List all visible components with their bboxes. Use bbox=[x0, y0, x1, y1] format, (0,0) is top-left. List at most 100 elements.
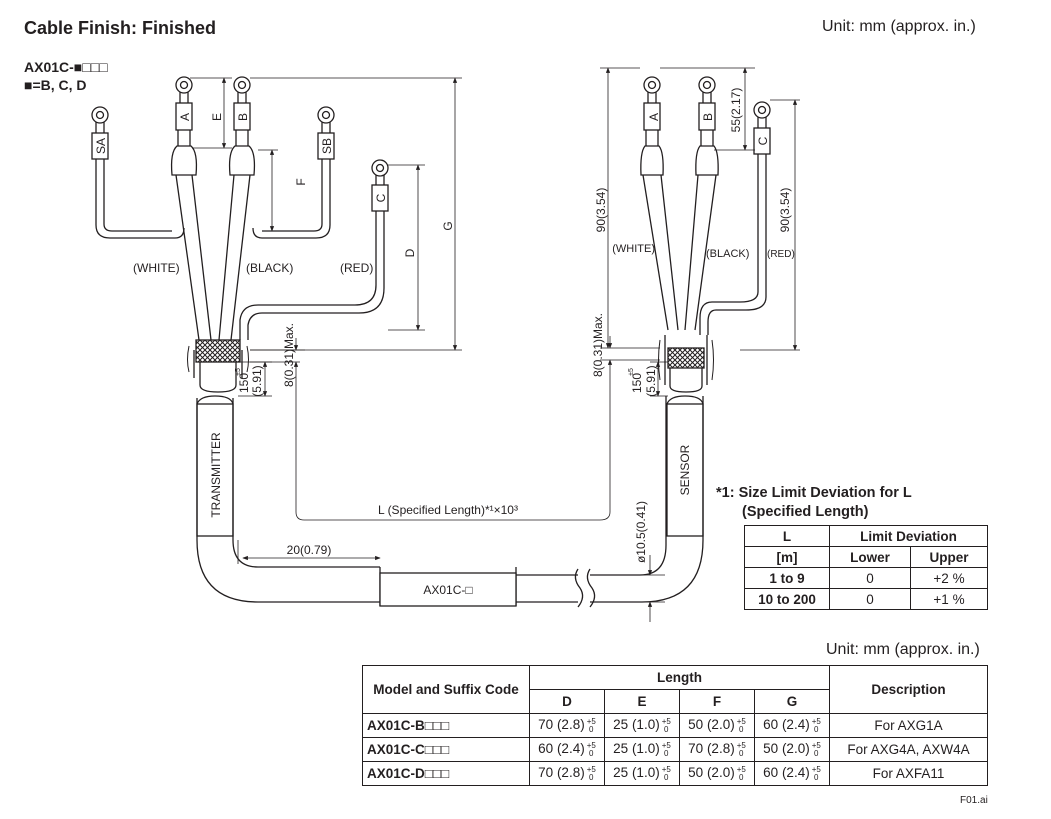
col-e: E bbox=[604, 689, 680, 714]
tolerance-title: *1: Size Limit Deviation for L bbox=[716, 485, 912, 501]
bend-dim: 20(0.79) bbox=[287, 543, 332, 557]
tol-lower: 0 bbox=[829, 567, 911, 589]
terminal-sb bbox=[252, 106, 335, 239]
dim-55: 55(2.17) bbox=[729, 88, 743, 133]
col-length: Length bbox=[529, 665, 830, 690]
description-cell: For AXG4A, AXW4A bbox=[829, 737, 988, 762]
wire-white-left: (WHITE) bbox=[133, 261, 180, 275]
dim-g: G bbox=[441, 221, 455, 230]
sensor-label: SENSOR bbox=[678, 444, 692, 495]
tol-lower: 0 bbox=[829, 588, 911, 610]
tol-header-lower: Lower bbox=[829, 546, 911, 568]
length-value: 70 (2.8) bbox=[538, 765, 585, 781]
col-d: D bbox=[529, 689, 605, 714]
model-cell: AX01C-D□□□ bbox=[362, 761, 530, 786]
terminal-b-left bbox=[218, 76, 256, 341]
wire-red-right: (RED) bbox=[767, 249, 795, 260]
transmitter-sleeve bbox=[196, 403, 234, 537]
label-c-right: C bbox=[756, 136, 770, 145]
terminal-c-left bbox=[239, 159, 389, 340]
dim-max-left: 8(0.31)Max. bbox=[282, 323, 296, 387]
wire-black-left: (BLACK) bbox=[246, 261, 293, 275]
length-value: 25 (1.0) bbox=[613, 717, 660, 733]
dim-strip-in-right: (5.91) bbox=[644, 365, 658, 396]
terminal-a-left bbox=[170, 76, 212, 341]
label-a-left: A bbox=[178, 113, 192, 121]
dim-90-left-right: 90(3.54) bbox=[594, 188, 608, 233]
wire-red-left: (RED) bbox=[340, 261, 373, 275]
label-b-right: B bbox=[701, 113, 715, 121]
col-model: Model and Suffix Code bbox=[362, 665, 530, 714]
suffix-note: ■=B, C, D bbox=[24, 77, 87, 93]
model-cell: AX01C-C□□□ bbox=[362, 737, 530, 762]
table-row: 1 to 9 0 +2 % bbox=[744, 567, 988, 589]
length-table: Model and Suffix Code Length Description… bbox=[362, 665, 988, 786]
model-cell: AX01C-B□□□ bbox=[362, 713, 530, 738]
length-value: 70 (2.8) bbox=[688, 741, 735, 757]
terminal-a-right bbox=[640, 76, 679, 331]
dim-strip-tol-right: ±5 bbox=[628, 368, 635, 376]
label-b-left: B bbox=[236, 113, 250, 121]
length-value: 60 (2.4) bbox=[763, 717, 810, 733]
description-cell: For AXG1A bbox=[829, 713, 988, 738]
figure-id: F01.ai bbox=[960, 795, 988, 806]
length-value: 70 (2.8) bbox=[538, 717, 585, 733]
dim-f: F bbox=[294, 178, 308, 185]
tol-header-limit: Limit Deviation bbox=[829, 525, 988, 547]
dim-strip-left: 150 bbox=[237, 373, 251, 393]
wire-white-right: (WHITE) bbox=[612, 243, 655, 255]
length-value: 25 (1.0) bbox=[613, 741, 660, 757]
cable-tag: AX01C-□ bbox=[423, 583, 472, 597]
dim-d: D bbox=[403, 248, 417, 257]
length-value: 25 (1.0) bbox=[613, 765, 660, 781]
table-row: 10 to 200 0 +1 % bbox=[744, 588, 988, 610]
length-value: 60 (2.4) bbox=[538, 741, 585, 757]
dim-max-right: 8(0.31)Max. bbox=[591, 313, 605, 377]
tolerance-table: L Limit Deviation [m] Lower Upper 1 to 9… bbox=[744, 525, 988, 610]
label-c-left: C bbox=[374, 193, 388, 202]
dim-strip-in-left: (5.91) bbox=[250, 365, 264, 396]
length-value: 50 (2.0) bbox=[688, 717, 735, 733]
tol-upper: +1 % bbox=[910, 588, 988, 610]
col-description: Description bbox=[829, 665, 988, 714]
tol-upper: +2 % bbox=[910, 567, 988, 589]
terminal-c-right bbox=[699, 101, 771, 335]
unit-note: Unit: mm (approx. in.) bbox=[822, 18, 976, 35]
terminal-sa bbox=[91, 106, 185, 239]
transmitter-label: TRANSMITTER bbox=[209, 432, 223, 518]
label-a-right: A bbox=[647, 113, 661, 121]
terminal-b-right bbox=[684, 76, 719, 331]
table-unit-note: Unit: mm (approx. in.) bbox=[826, 641, 980, 658]
dim-diameter: ø10.5(0.41) bbox=[634, 501, 648, 563]
length-value: 60 (2.4) bbox=[763, 765, 810, 781]
dim-strip-right: 150 bbox=[630, 373, 644, 393]
length-label: L (Specified Length)*¹×10³ bbox=[378, 503, 518, 517]
page-title: Cable Finish: Finished bbox=[24, 18, 217, 38]
tol-header-upper: Upper bbox=[910, 546, 988, 568]
col-f: F bbox=[679, 689, 755, 714]
dim-strip-tol-left: ±5 bbox=[235, 368, 242, 376]
tol-range: 10 to 200 bbox=[744, 588, 830, 610]
tol-range: 1 to 9 bbox=[744, 567, 830, 589]
wire-black-right: (BLACK) bbox=[706, 248, 749, 260]
model-code: AX01C-■□□□ bbox=[24, 59, 108, 75]
